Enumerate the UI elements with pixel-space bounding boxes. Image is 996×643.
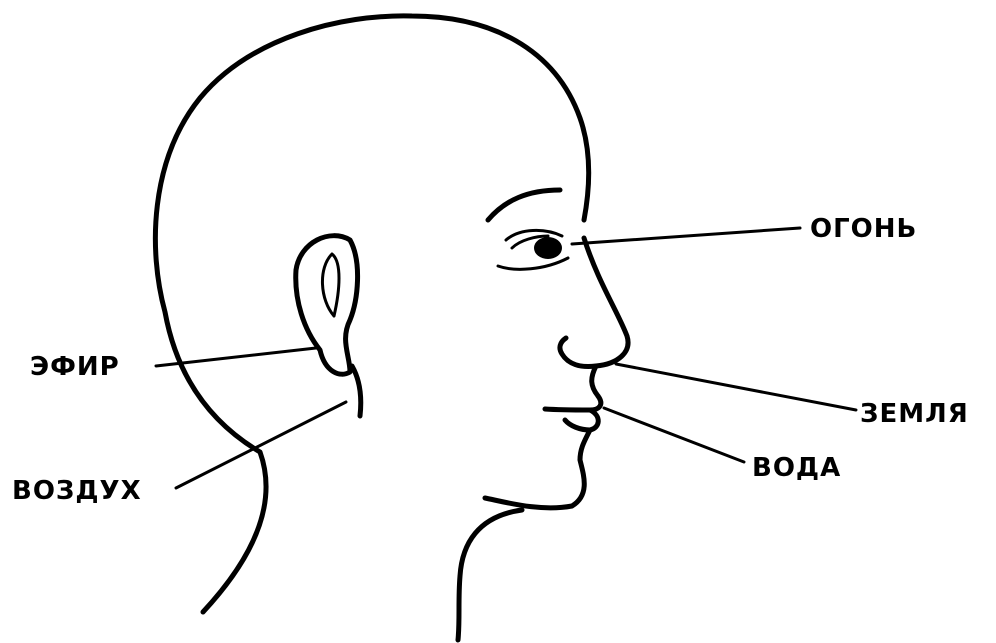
ear-inner-fold [322, 254, 339, 316]
chin-jaw-outline [485, 430, 590, 508]
label-air: ВОЗДУХ [12, 478, 142, 504]
nose-outline [560, 238, 628, 367]
fire-leader-line [572, 228, 800, 244]
eye-iris [534, 237, 562, 259]
label-water: ВОДА [752, 455, 841, 481]
label-earth: ЗЕМЛЯ [860, 401, 969, 427]
neck-back-outline [352, 366, 361, 416]
earth-leader-line [616, 364, 856, 410]
head-outline [155, 16, 588, 612]
upper-lip [545, 396, 601, 410]
label-fire: ОГОНЬ [810, 216, 917, 242]
philtrum-outline [592, 366, 598, 396]
label-ether: ЭФИР [30, 354, 120, 380]
neck-front-outline [458, 510, 522, 640]
lower-lip [565, 410, 598, 430]
water-leader-line [604, 408, 744, 462]
air-leader-line [176, 402, 346, 488]
eyebrow [488, 190, 560, 220]
eye-lower-lid [498, 258, 568, 269]
